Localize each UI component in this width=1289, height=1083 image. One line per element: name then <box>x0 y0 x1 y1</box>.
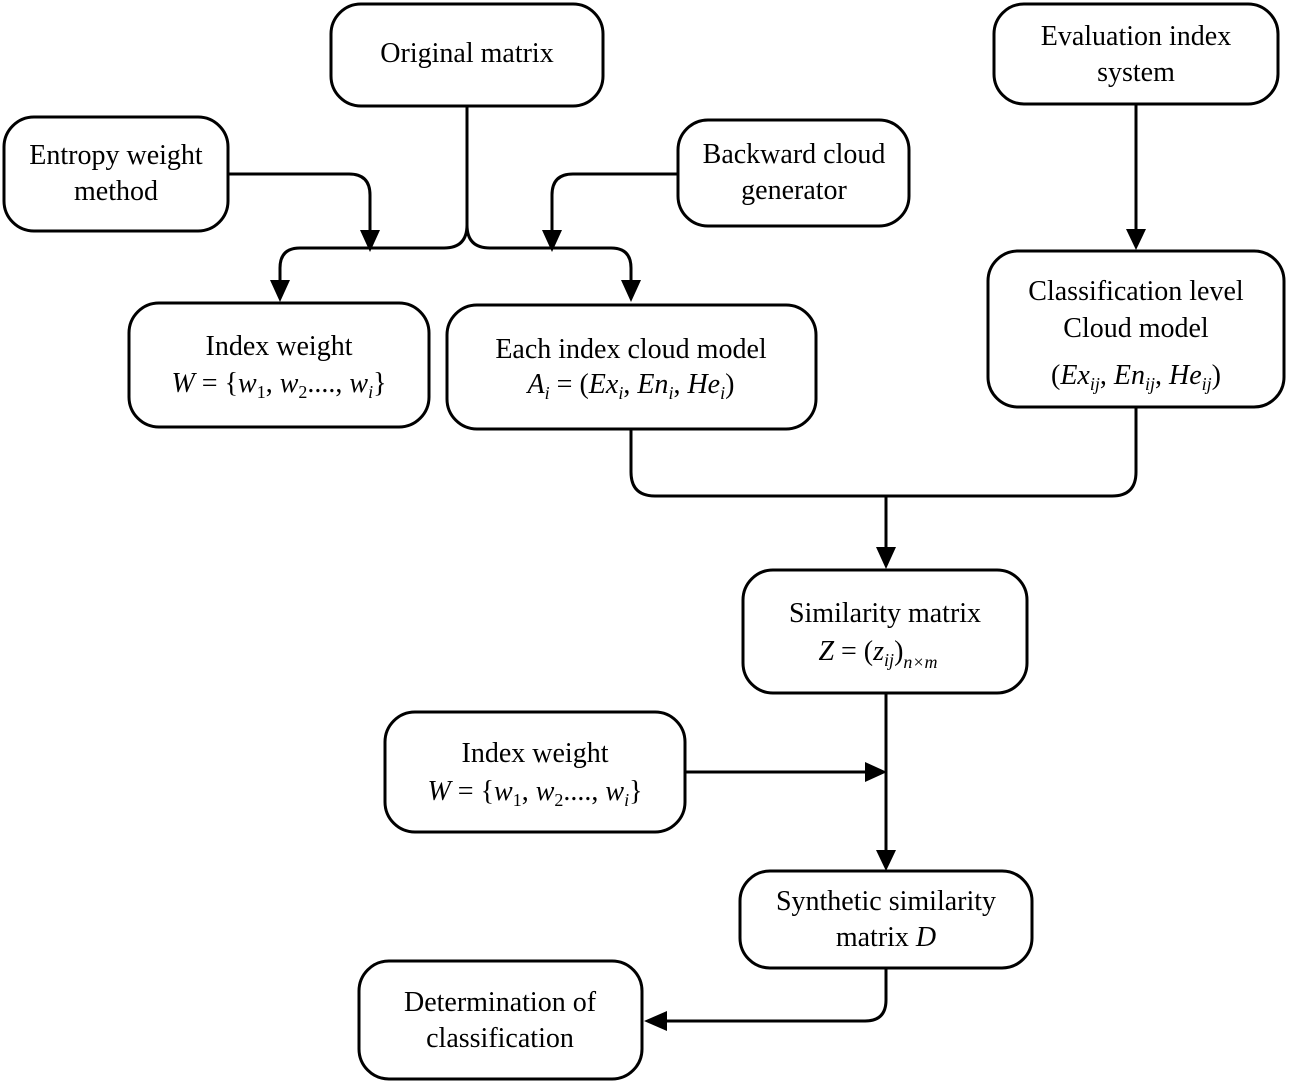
edge-backward-to-junction <box>550 172 678 232</box>
backward-cloud-line-1: Backward cloud <box>703 139 886 170</box>
entropy-weight-line-2: method <box>74 176 158 207</box>
node-original-matrix: Original matrix <box>329 2 605 108</box>
edge-synthetic-to-determination <box>666 969 888 1023</box>
edge-entropy-to-junction <box>228 172 372 232</box>
backward-cloud-line-2: generator <box>741 175 847 206</box>
determination-line-2: classification <box>426 1023 574 1054</box>
classification-level-line-1: Classification level <box>1028 276 1244 307</box>
edge-original-to-index-weight <box>278 106 469 282</box>
node-index-weight-top: Index weight W = {w1, w2...., wi} <box>127 301 431 429</box>
arrowhead-backward <box>542 230 562 252</box>
determination-line-1: Determination of <box>404 987 597 1018</box>
node-classification-level-cloud-model: Classification level Cloud model (Exij, … <box>986 249 1286 409</box>
index-weight-top-title: Index weight <box>206 331 353 362</box>
arrowhead-similarity <box>876 547 896 569</box>
entropy-weight-line-1: Entropy weight <box>29 140 203 171</box>
arrowhead-index-weight-bottom <box>865 762 887 782</box>
evaluation-index-line-1: Evaluation index <box>1041 21 1232 52</box>
each-index-cloud-title: Each index cloud model <box>495 334 767 365</box>
node-entropy-weight-method: Entropy weight method <box>2 115 230 233</box>
node-similarity-matrix: Similarity matrix Z = (zij)n×m <box>741 568 1029 695</box>
index-weight-bottom-formula: W = {w1, w2...., wi} <box>427 776 642 810</box>
arrowhead-determination <box>644 1011 667 1031</box>
arrowhead-synthetic <box>876 850 896 871</box>
node-evaluation-index-system: Evaluation index system <box>992 2 1280 106</box>
node-determination-of-classification: Determination of classification <box>357 959 644 1081</box>
edges <box>228 104 1146 1031</box>
node-index-weight-bottom: Index weight W = {w1, w2...., wi} <box>383 710 687 834</box>
node-each-index-cloud-model: Each index cloud model Ai = (Exi, Eni, H… <box>445 303 818 431</box>
edge-each-cloud-to-merge <box>629 408 1138 498</box>
arrowhead-each-index-cloud <box>621 280 641 302</box>
edge-original-to-each-index-cloud <box>465 224 633 282</box>
evaluation-index-line-2: system <box>1097 57 1175 88</box>
classification-level-formula: (Exij, Enij, Heij) <box>1051 360 1221 394</box>
original-matrix-label: Original matrix <box>380 38 553 69</box>
similarity-matrix-title: Similarity matrix <box>789 598 981 629</box>
index-weight-bottom-title: Index weight <box>462 738 609 769</box>
index-weight-top-formula: W = {w1, w2...., wi} <box>171 368 386 402</box>
arrowhead-entropy <box>360 230 380 252</box>
synthetic-similarity-line-2: matrix D <box>836 922 936 953</box>
node-backward-cloud-generator: Backward cloud generator <box>676 118 911 228</box>
each-index-cloud-formula: Ai = (Exi, Eni, Hei) <box>526 369 735 403</box>
arrowhead-index-weight-top <box>270 280 290 302</box>
node-synthetic-similarity-matrix: Synthetic similarity matrix D <box>738 869 1034 970</box>
arrowhead-classification <box>1126 229 1146 250</box>
synthetic-similarity-line-1: Synthetic similarity <box>776 886 996 917</box>
classification-level-line-2: Cloud model <box>1063 313 1209 344</box>
